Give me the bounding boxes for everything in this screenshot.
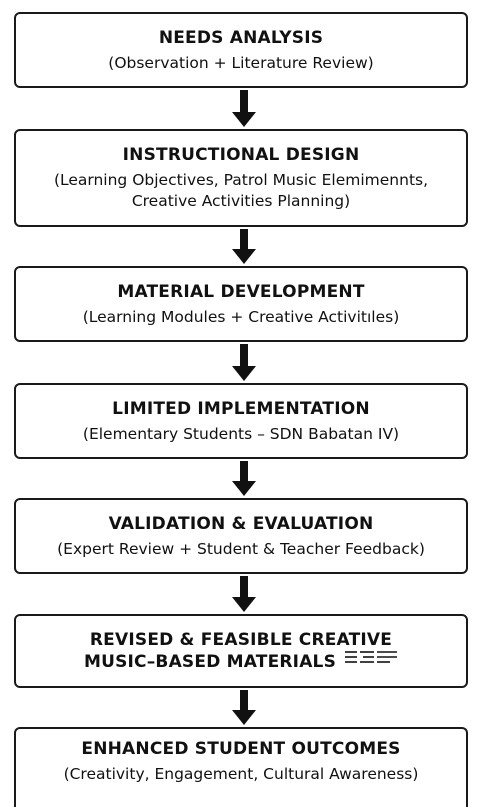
- step-title: NEEDS ANALYSIS: [158, 27, 324, 48]
- step-revised-materials: REVISED & FEASIBLE CREATIVE MUSIC–BASED …: [14, 614, 468, 688]
- step-title-text: MUSIC–BASED MATERIALS: [83, 652, 337, 672]
- step-instructional-design: INSTRUCTIONAL DESIGN (Learning Objective…: [14, 129, 468, 227]
- step-material-development: MATERIAL DEVELOPMENT (Learning Modules +…: [14, 266, 468, 342]
- step-title: LIMITED IMPLEMENTATION: [112, 398, 370, 419]
- step-detail: (Creativity, Engagement, Cultural Awaren…: [63, 764, 419, 783]
- step-enhanced-outcomes: ENHANCED STUDENT OUTCOMES (Creativity, E…: [14, 727, 468, 807]
- step-title: VALIDATION & EVALUATION: [108, 513, 374, 534]
- step-title: REVISED & FEASIBLE CREATIVE: [89, 630, 393, 650]
- step-detail-line: (Learning Objectives, Patrol Music Elemi…: [53, 171, 429, 189]
- step-detail: (Learning Objectives, Patrol Music Elemi…: [16, 170, 466, 212]
- step-detail: (Elementary Students – SDN Babatan IV): [82, 424, 400, 443]
- step-detail: (Expert Review + Student & Teacher Feedb…: [57, 539, 425, 558]
- step-validation-evaluation: VALIDATION & EVALUATION (Expert Review +…: [14, 498, 468, 574]
- step-title-line-2: MUSIC–BASED MATERIALS: [16, 651, 466, 673]
- step-title: INSTRUCTIONAL DESIGN: [122, 145, 360, 165]
- step-detail-line: Creative Activities Planning): [131, 192, 351, 210]
- step-detail: (Observation + Literature Review): [108, 53, 374, 72]
- step-limited-implementation: LIMITED IMPLEMENTATION (Elementary Stude…: [14, 383, 468, 459]
- step-needs-analysis: NEEDS ANALYSIS (Observation + Literature…: [14, 12, 468, 88]
- step-title: MATERIAL DEVELOPMENT: [117, 281, 365, 302]
- step-title: ENHANCED STUDENT OUTCOMES: [81, 738, 401, 759]
- step-detail: (Learning Modules + Creative Activitıles…: [82, 307, 400, 326]
- document-lines-icon: [344, 649, 398, 671]
